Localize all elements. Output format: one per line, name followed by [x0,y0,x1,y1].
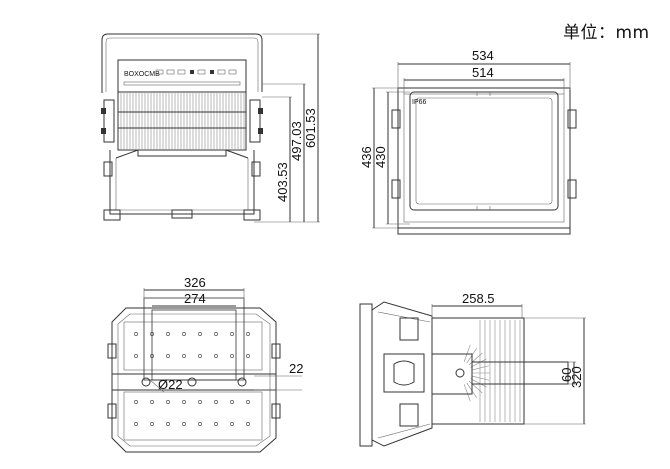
panel-bolt [166,332,170,336]
dim-403-53: 403.53 [275,162,290,202]
back-panel-bolts [134,332,250,426]
dim-534: 534 [472,48,494,63]
side-radial-fin [470,358,487,368]
dim-601-53: 601.53 [303,108,318,148]
dim-hole-diameter: Ø22 [158,377,183,392]
front-view: BOXOCMB [101,33,320,223]
panel-bolt [134,422,138,426]
panel-bolt [166,422,170,426]
dim-514: 514 [472,65,494,80]
side-pivot-block [431,353,473,395]
side-radial-fin [471,375,490,381]
mount-hole-center [187,377,197,387]
dim-430: 430 [373,146,388,168]
back-lower-panel [123,391,263,441]
dim-497-03: 497.03 [289,121,304,161]
dim-258-5: 258.5 [462,291,495,306]
panel-bolt [150,422,154,426]
panel-bolt [214,400,218,404]
side-radial-fin [463,344,471,362]
side-housing [371,301,433,447]
back-outline-274 [151,309,237,381]
panel-bolt [214,422,218,426]
dim-slot-22: 22 [289,361,303,376]
side-view: 258.5 320 60 [359,291,586,447]
panel-bolt [246,400,250,404]
back-mount-bar [111,373,277,391]
face-frame-outer [397,87,571,229]
unit-label: 单位：mm [563,23,650,43]
dim-274: 274 [184,291,206,306]
panel-bolt [198,354,202,358]
side-radial-fin [470,378,487,388]
panel-bolt [230,422,234,426]
face-view: IP66 534 514 436 [359,48,577,235]
panel-bolt [150,400,154,404]
front-right-clamp [249,99,261,143]
mount-hole-right [237,377,247,387]
front-heatsink-fins [120,93,245,149]
panel-bolt [198,332,202,336]
side-radial-fin [463,384,471,402]
panel-bolt [182,332,186,336]
dim-60: 60 [559,368,574,382]
panel-bolt [166,354,170,358]
back-view: 326 274 Ø22 22 [107,275,303,453]
panel-bolt [134,400,138,404]
panel-bolt [230,400,234,404]
dim-320: 320 [569,366,584,388]
front-led-indicators [123,69,241,86]
back-upper-panel [123,321,263,371]
panel-bolt [198,400,202,404]
panel-bolt [182,400,186,404]
panel-bolt [246,422,250,426]
panel-bolt [230,332,234,336]
panel-bolt [230,354,234,358]
panel-bolt [214,354,218,358]
front-heatsink [117,91,247,151]
side-heatsink-fins [463,320,521,422]
side-radial-fin [468,352,483,366]
panel-bolt [182,422,186,426]
dim-326: 326 [184,275,206,290]
face-ip-badge: IP66 [412,99,427,106]
panel-bolt [166,400,170,404]
panel-bolt [214,332,218,336]
face-lens [409,91,559,211]
panel-bolt [134,354,138,358]
panel-bolt [134,332,138,336]
u-bracket [101,33,263,93]
panel-bolt [246,354,250,358]
mount-hole-left [141,377,151,387]
side-lens-edge [359,303,373,447]
panel-bolt [246,332,250,336]
panel-bolt [182,354,186,358]
dim-436: 436 [359,146,374,168]
side-driver-box [383,353,425,393]
panel-bolt [198,422,202,426]
side-radial-fin [468,380,483,394]
side-radial-fin [471,365,490,371]
front-logo: BOXOCMB [124,71,160,78]
front-left-clamp [103,99,115,143]
back-housing [111,307,277,453]
side-mount-arm [471,361,569,385]
